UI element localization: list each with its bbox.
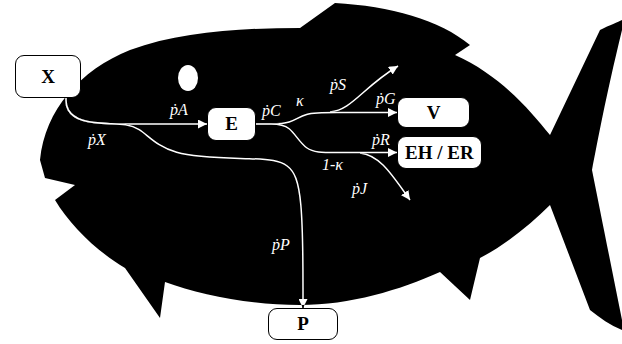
flux-arrow [256, 124, 397, 153]
flux-line [256, 124, 397, 153]
state-box: V [397, 97, 470, 128]
flux-label: ṗA [170, 101, 188, 119]
flux-line [66, 98, 303, 308]
flux-label: ṗR [372, 131, 390, 149]
flux-arrow [66, 98, 207, 124]
state-label: P [297, 313, 309, 335]
flux-arrow [66, 98, 303, 308]
state-label: X [41, 66, 55, 88]
fish-silhouette [40, 3, 622, 330]
state-label: EH / ER [405, 142, 474, 164]
state-label: V [427, 102, 441, 124]
flux-label: ṗG [376, 90, 396, 108]
flux-line [66, 98, 303, 308]
flux-label: ṗJ [352, 180, 367, 198]
state-box: E [207, 107, 256, 141]
flux-label: 1-κ [322, 156, 343, 174]
flux-line [66, 98, 207, 124]
flux-line [66, 98, 207, 124]
state-box: EH / ER [397, 136, 482, 169]
somatic-maintenance-flow [330, 66, 398, 112]
flux-label: ṗP [272, 236, 290, 254]
flux-label: κ [296, 92, 304, 110]
flux-label: ṗS [330, 76, 346, 94]
flux-label: ṗX [88, 131, 106, 149]
state-label: E [225, 113, 238, 135]
flux-label: ṗC [262, 102, 281, 120]
flux-line [256, 124, 397, 153]
state-box: P [268, 308, 338, 340]
fish-eye [178, 65, 198, 91]
state-box: X [15, 55, 81, 98]
